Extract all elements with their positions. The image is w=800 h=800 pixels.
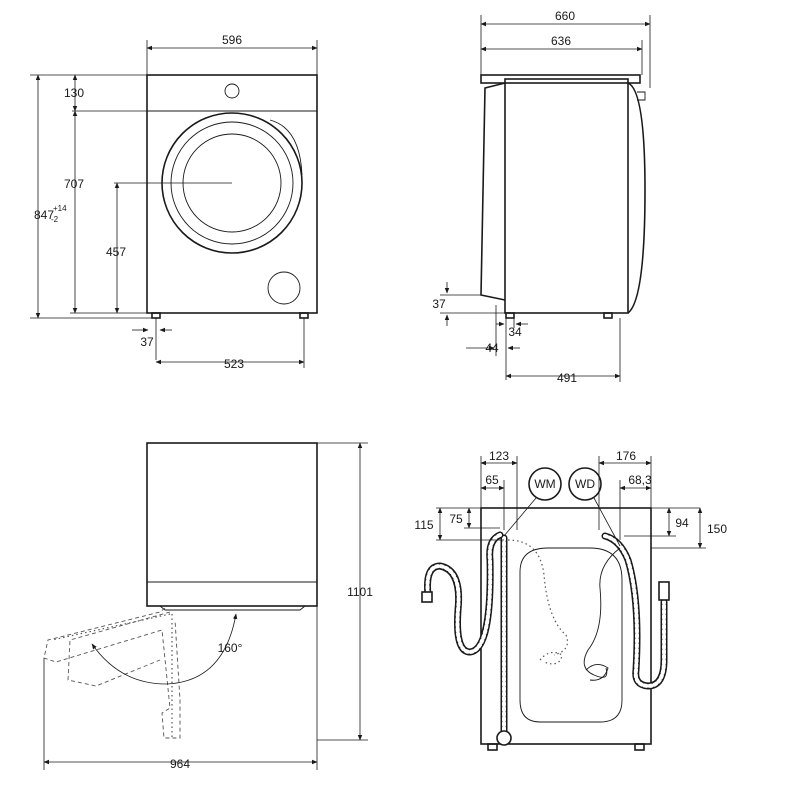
rear-right-height-1-label: 94 <box>675 516 689 530</box>
program-knob-icon <box>224 83 240 99</box>
front-total-height-tol-lower: -2 <box>51 215 59 224</box>
side-foot-height-label: 37 <box>432 297 446 311</box>
rear-left-hose-offset-label: 65 <box>485 473 499 487</box>
rear-right-height-2-label: 150 <box>707 522 727 536</box>
side-foot-inset-label: 44 <box>485 341 499 355</box>
wm-badge-label: WM <box>534 477 555 491</box>
side-top-lid <box>480 74 641 84</box>
rear-access-panel <box>519 547 623 723</box>
side-rear-panel <box>480 82 506 301</box>
front-feet-span-label: 523 <box>224 357 244 371</box>
rear-left-height-2-label: 75 <box>449 512 463 526</box>
side-depth-body-label: 636 <box>551 34 571 48</box>
front-door-center-label: 707 <box>64 177 84 191</box>
door-hinge-edge <box>269 119 303 176</box>
side-foot-front <box>603 312 613 319</box>
detergent-drawer-icon <box>267 271 301 305</box>
rear-foot-right <box>634 743 645 751</box>
drain-hose-left-end <box>421 591 433 603</box>
door-angle-label: 160° <box>218 641 243 655</box>
front-total-height-tol-upper: +14 <box>53 204 67 213</box>
inlet-hose-right-end <box>658 581 670 601</box>
door-height-label: 1101 <box>347 585 373 599</box>
side-cabinet <box>504 78 629 314</box>
rear-view: WM WD 123 65 115 75 176 68,3 <box>414 449 727 751</box>
rear-right-hose-offset-label: 68,3 <box>628 473 652 487</box>
front-door-bottom-label: 457 <box>106 245 126 259</box>
door-clearance-label: 964 <box>170 757 190 771</box>
front-cabinet <box>146 74 318 314</box>
side-depth-with-door-label: 660 <box>555 9 575 23</box>
rear-foot-left <box>487 743 498 751</box>
side-view: 660 636 37 34 44 491 <box>432 9 651 385</box>
wd-internal-hose <box>583 547 621 678</box>
door-open-view: 160° 1101 964 <box>43 442 373 771</box>
rear-right-offset-label: 176 <box>616 449 636 463</box>
wd-badge-label: WD <box>575 477 595 491</box>
front-top-panel-label: 130 <box>64 86 84 100</box>
door-angle-arc <box>91 613 238 685</box>
front-total-height-label: 847 <box>34 208 54 222</box>
wd-badge <box>568 467 602 501</box>
front-foot-right <box>299 312 309 319</box>
wm-internal-hose <box>507 539 569 656</box>
door-open-outline <box>43 607 181 739</box>
wm-badge <box>528 467 562 501</box>
rear-left-height-1-label: 115 <box>414 518 433 532</box>
front-foot-inset-label: 37 <box>140 335 154 349</box>
side-foot-span-label: 491 <box>557 371 577 385</box>
top-cabinet <box>146 442 318 607</box>
rear-cabinet <box>480 507 652 745</box>
door-open-base <box>159 605 306 611</box>
rear-left-offset-label: 123 <box>489 449 509 463</box>
side-door-profile <box>627 82 646 314</box>
front-view: 596 847 +14 -2 130 707 457 37 523 <box>30 33 318 371</box>
side-door-handle <box>637 91 646 101</box>
side-foot-offset-label: 34 <box>508 325 522 339</box>
front-foot-left <box>151 312 161 319</box>
side-foot-rear <box>505 312 515 319</box>
front-width-label: 596 <box>222 33 242 47</box>
